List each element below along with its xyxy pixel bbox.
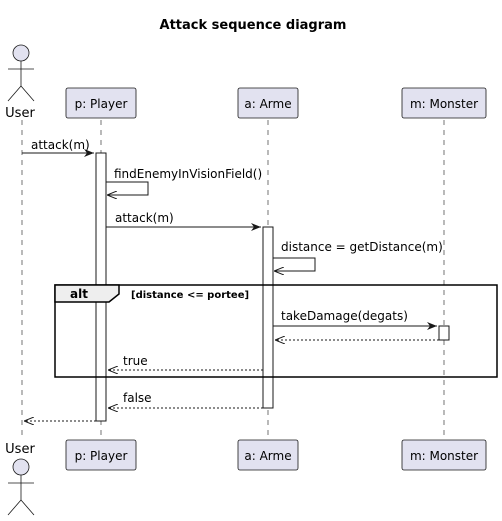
actor-user-label: User	[5, 106, 35, 121]
message-label: false	[123, 391, 152, 405]
message-label: findEnemyInVisionField()	[114, 167, 262, 181]
diagram-title: Attack sequence diagram	[160, 18, 347, 33]
actor-head-icon	[12, 44, 30, 62]
alt-condition: [distance <= portee]	[131, 290, 249, 301]
participant-player-top: p: Player	[65, 87, 137, 119]
message-label: distance = getDistance(m)	[281, 240, 443, 254]
message-attack-arme: attack(m)	[106, 211, 261, 231]
participant-arme-label: a: Arme	[244, 97, 291, 111]
participant-monster-label: m: Monster	[410, 97, 478, 111]
message-get-distance: distance = getDistance(m)	[273, 240, 443, 271]
return-true: true	[108, 354, 263, 370]
message-find-enemy: findEnemyInVisionField()	[106, 167, 262, 195]
message-take-damage: takeDamage(degats)	[273, 309, 437, 330]
message-label: attack(m)	[31, 138, 90, 152]
participant-player-label: p: Player	[75, 449, 128, 463]
message-attack-player: attack(m)	[22, 138, 94, 157]
participant-arme-label: a: Arme	[244, 449, 291, 463]
participant-monster-top: m: Monster	[401, 87, 487, 119]
actor-user-top: User	[5, 44, 35, 121]
actor-user-label: User	[5, 442, 35, 457]
actor-head-icon	[12, 458, 30, 476]
message-label: attack(m)	[115, 211, 174, 225]
alt-frame: alt [distance <= portee]	[54, 284, 498, 378]
message-label: true	[123, 354, 148, 368]
message-label: takeDamage(degats)	[281, 309, 408, 323]
alt-keyword: alt	[70, 287, 88, 301]
actor-user-bottom: User	[5, 442, 35, 516]
activation-arme	[262, 226, 274, 409]
participant-monster-label: m: Monster	[410, 449, 478, 463]
participant-monster-bottom: m: Monster	[401, 439, 487, 471]
return-false: false	[108, 391, 263, 408]
participant-arme-top: a: Arme	[237, 87, 299, 119]
participant-arme-bottom: a: Arme	[237, 439, 299, 471]
participant-player-label: p: Player	[75, 97, 128, 111]
participant-player-bottom: p: Player	[65, 439, 137, 471]
activation-monster	[438, 325, 450, 341]
